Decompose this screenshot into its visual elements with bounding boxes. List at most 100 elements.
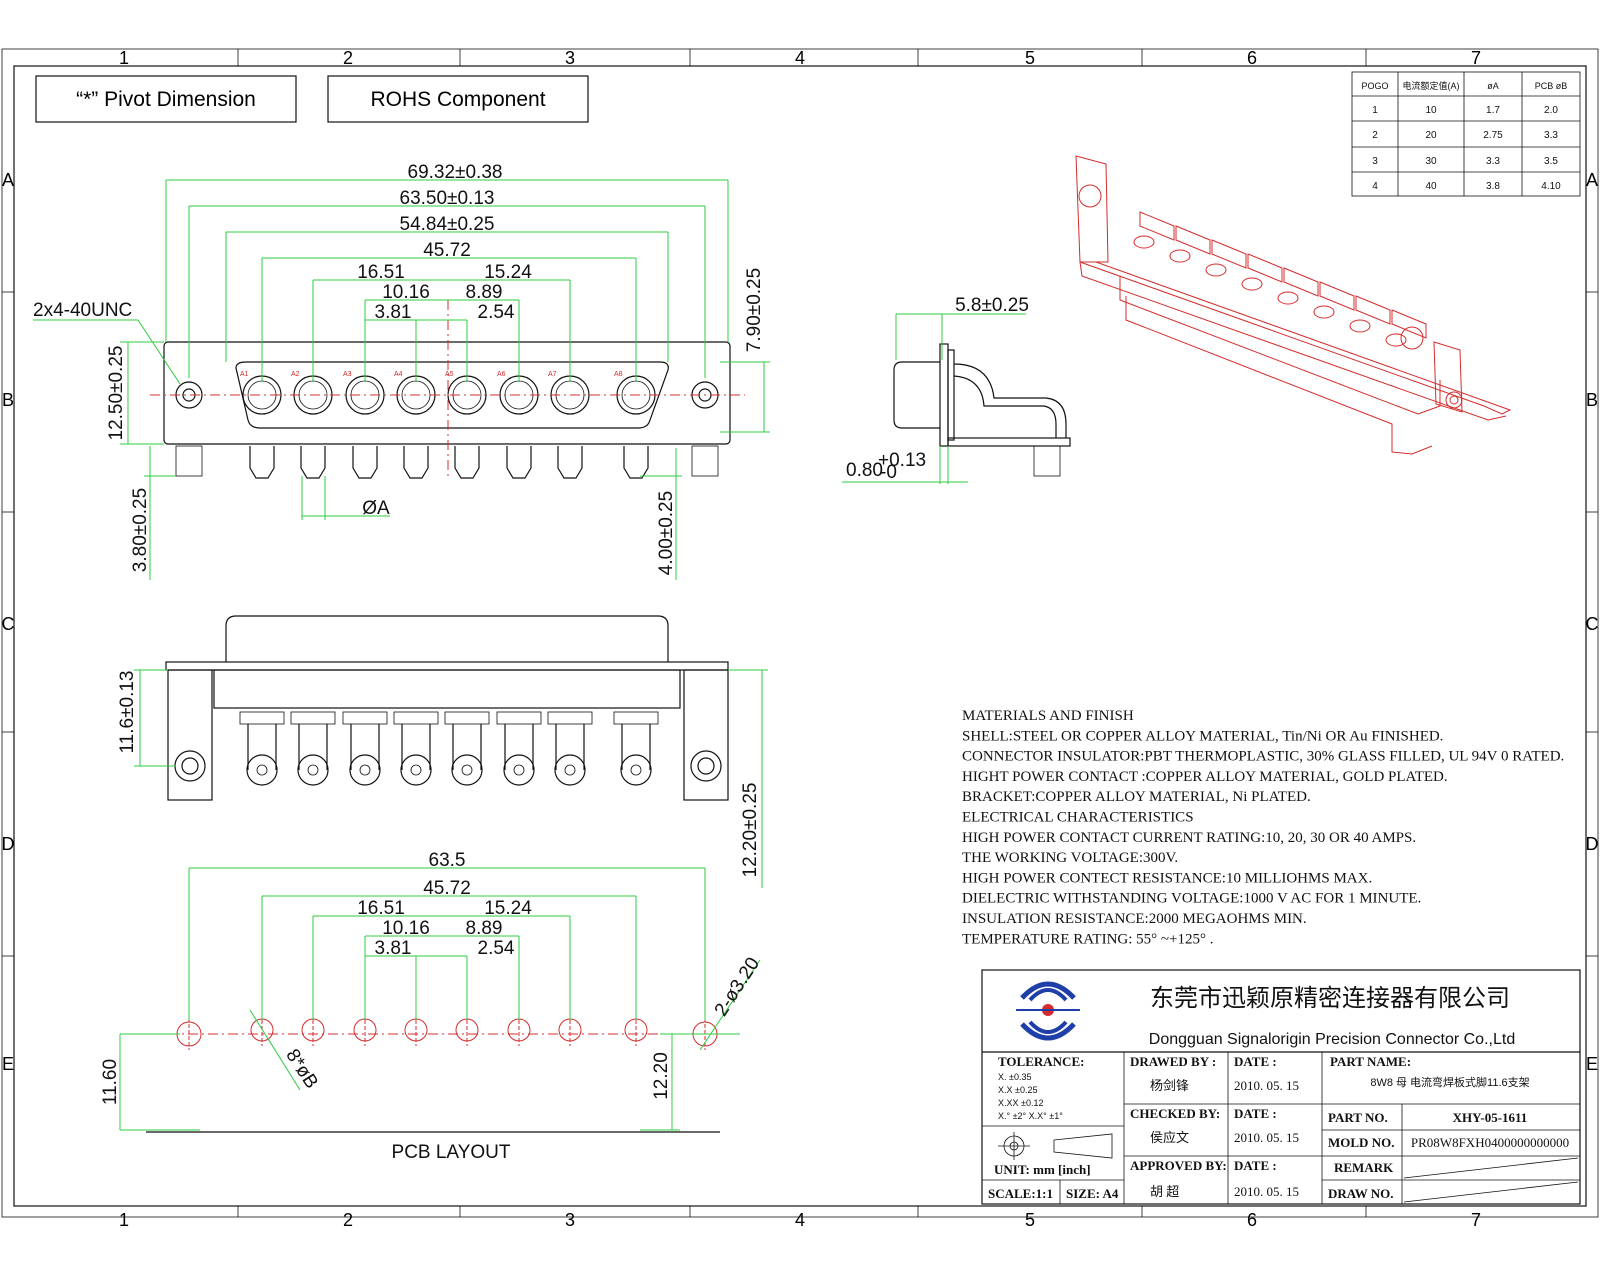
bottom-pin-end bbox=[620, 754, 652, 786]
iso-contact bbox=[1283, 267, 1319, 297]
front-pin-leg bbox=[557, 446, 583, 479]
rohs-label: ROHS Component bbox=[370, 88, 545, 111]
iso-contact-end bbox=[1277, 291, 1299, 305]
bottom-pin-end bbox=[400, 754, 432, 786]
iso-contact-end bbox=[1385, 333, 1407, 347]
date-label-drawn: DATE : bbox=[1234, 1054, 1277, 1069]
pcb-dim-16-51: 16.51 bbox=[357, 898, 405, 919]
dim-8-89: 8.89 bbox=[466, 282, 503, 303]
table-header: 电流额定值(A) bbox=[1403, 80, 1460, 91]
side-view: 5.8±0.25 0.80 +0.13 -0 bbox=[842, 295, 1071, 484]
bottom-pin-body bbox=[504, 724, 534, 770]
pcb-dim-span: 45.72 bbox=[423, 878, 471, 899]
dim-post-length: 3.80±0.25 bbox=[130, 488, 151, 572]
bottom-pin-end bbox=[349, 754, 381, 786]
bottom-pin-body bbox=[621, 724, 651, 770]
checked-by-label: CHECKED BY: bbox=[1130, 1106, 1220, 1121]
date-approved: 2010. 05. 15 bbox=[1234, 1184, 1299, 1199]
tolerance-row: X. ±0.35 bbox=[998, 1072, 1031, 1082]
company-logo bbox=[1016, 981, 1080, 1041]
front-pin-leg bbox=[454, 446, 480, 479]
grid-col-bottom: 2 bbox=[343, 1210, 353, 1230]
scale-label: SCALE:1:1 bbox=[988, 1186, 1053, 1201]
isometric-view bbox=[1075, 155, 1512, 455]
front-pin-mark: A6 bbox=[497, 371, 506, 378]
unit-label: UNIT: mm [inch] bbox=[994, 1162, 1091, 1177]
grid-row-right: D bbox=[1586, 834, 1599, 854]
grid-row-left: E bbox=[2, 1054, 14, 1074]
dim-10-16: 10.16 bbox=[382, 282, 430, 303]
bottom-pin-collar bbox=[342, 711, 388, 725]
date-label-approved: DATE : bbox=[1234, 1158, 1277, 1173]
pcb-dim-10-16: 10.16 bbox=[382, 918, 430, 939]
grid-row-right: C bbox=[1586, 614, 1599, 634]
grid-col-bottom: 3 bbox=[565, 1210, 575, 1230]
grid-col-top: 2 bbox=[343, 48, 353, 68]
grid-row-left: D bbox=[2, 834, 15, 854]
grid-col-top: 4 bbox=[795, 48, 805, 68]
grid-col-bottom: 1 bbox=[119, 1210, 129, 1230]
iso-contact-end bbox=[1313, 305, 1335, 319]
part-no: XHY-05-1611 bbox=[1453, 1110, 1528, 1125]
spec-line: HIGH POWER CONTACT CURRENT RATING:10, 20… bbox=[962, 830, 1416, 846]
company-name-en: Dongguan Signalorigin Precision Connecto… bbox=[1149, 1031, 1515, 1048]
company-name-cn: 东莞市迅颖原精密连接器有限公司 bbox=[1150, 985, 1510, 1012]
rohs-box bbox=[327, 75, 589, 123]
pcb-dim-8-89: 8.89 bbox=[466, 918, 503, 939]
dim-overall: 69.32±0.38 bbox=[408, 162, 503, 183]
table-cell: 20 bbox=[1425, 130, 1437, 141]
table-header: øA bbox=[1487, 81, 1499, 91]
bottom-pin-hole bbox=[359, 764, 371, 776]
bottom-pin-hole bbox=[461, 764, 473, 776]
bottom-pin-hole bbox=[630, 764, 642, 776]
pcb-dim-mount-holes: 2-ø3.20 bbox=[711, 954, 764, 1020]
spec-line: HIGH POWER CONTECT RESISTANCE:10 MILLIOH… bbox=[962, 870, 1372, 886]
front-pin-mark: A1 bbox=[240, 371, 249, 378]
tolerance-row: X.° ±2° X.X° ±1° bbox=[998, 1111, 1063, 1121]
dim-3-81: 3.81 bbox=[375, 302, 412, 323]
grid-col-top: 6 bbox=[1247, 48, 1257, 68]
bottom-view: 11.6±0.13 12.20±0.25 bbox=[117, 615, 768, 888]
bottom-pin-collar bbox=[239, 711, 285, 725]
grid-col-bottom: 5 bbox=[1025, 1210, 1035, 1230]
table-header: PCB øB bbox=[1535, 81, 1568, 91]
drawn-by-name: 杨剑锋 bbox=[1150, 1078, 1189, 1093]
table-header: POGO bbox=[1361, 81, 1388, 91]
front-pin-mark: A8 bbox=[614, 371, 623, 378]
projection-symbol bbox=[998, 1132, 1113, 1160]
front-pin-leg bbox=[300, 446, 326, 479]
dim-span: 45.72 bbox=[423, 240, 471, 261]
bottom-pin-body bbox=[401, 724, 431, 770]
spec-line: CONNECTOR INSULATOR:PBT THERMOPLASTIC, 3… bbox=[962, 749, 1564, 765]
date-checked: 2010. 05. 15 bbox=[1234, 1130, 1299, 1145]
table-cell: 3.3 bbox=[1544, 130, 1558, 141]
front-pin-mark: A3 bbox=[343, 371, 352, 378]
pcb-dim-3-81: 3.81 bbox=[375, 938, 412, 959]
grid-row-left: A bbox=[2, 170, 14, 190]
pcb-dim-right-offset: 12.20 bbox=[651, 1052, 672, 1100]
table-cell: 4 bbox=[1372, 181, 1378, 192]
table-cell: 3.5 bbox=[1544, 156, 1558, 167]
front-pin-leg bbox=[403, 446, 429, 479]
iso-contact bbox=[1175, 225, 1211, 255]
bottom-pin-body bbox=[555, 724, 585, 770]
dim-16-51: 16.51 bbox=[357, 262, 405, 283]
mold-no: PR08W8FXH0400000000000 bbox=[1411, 1135, 1569, 1150]
bottom-pin-hole bbox=[564, 764, 576, 776]
spec-line: THE WORKING VOLTAGE:300V. bbox=[962, 850, 1178, 866]
bottom-pin-body bbox=[452, 724, 482, 770]
bottom-pin-collar bbox=[547, 711, 593, 725]
iso-contact-end bbox=[1133, 235, 1155, 249]
iso-contact bbox=[1247, 253, 1283, 283]
table-cell: 3.3 bbox=[1486, 156, 1500, 167]
iso-contact-end bbox=[1169, 249, 1191, 263]
grid-col-bottom: 4 bbox=[795, 1210, 805, 1230]
dim-gap-tol-lower: -0 bbox=[880, 462, 897, 483]
dim-top-offset: 7.90±0.25 bbox=[744, 268, 765, 352]
approved-by-label: APPROVED BY: bbox=[1130, 1158, 1227, 1173]
bottom-pin-collar bbox=[290, 711, 336, 725]
pcb-dim-overall: 63.5 bbox=[429, 850, 466, 871]
date-drawn: 2010. 05. 15 bbox=[1234, 1078, 1299, 1093]
